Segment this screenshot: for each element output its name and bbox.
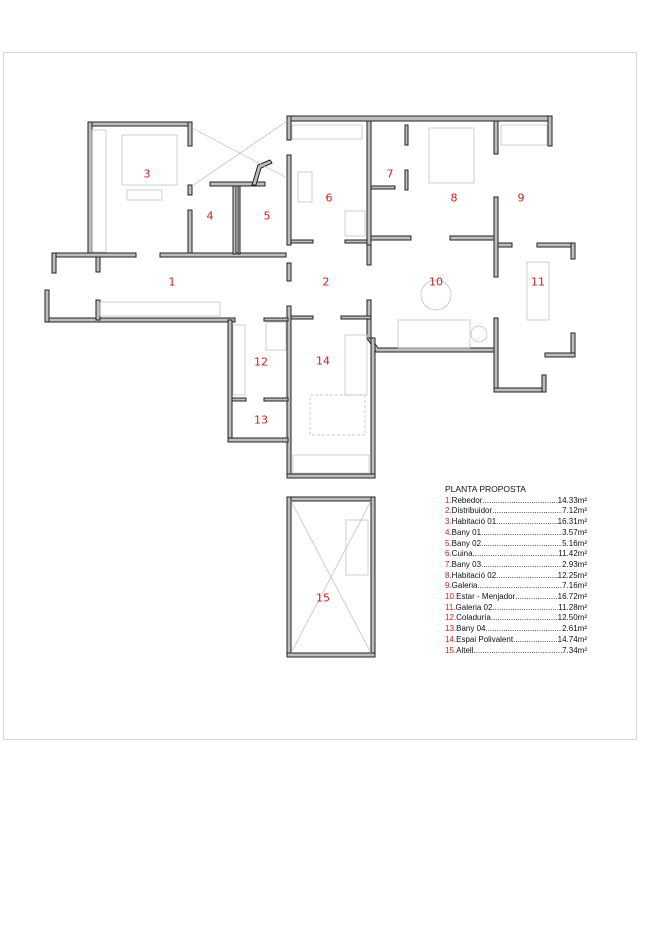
legend-row: 10.Estar - Menjador 16.72m² <box>445 592 587 603</box>
legend-number: 6. <box>445 549 452 559</box>
room-label-7: 7 <box>386 167 394 181</box>
legend-dots <box>513 635 558 646</box>
room-label-9: 9 <box>517 191 525 205</box>
legend-row: 6.Cuina 11.42m² <box>445 549 587 560</box>
legend-area: 2.61m² <box>562 624 587 634</box>
legend-number: 12. <box>445 613 457 623</box>
room-label-6: 6 <box>325 191 333 205</box>
legend-room-name: Cuina <box>451 549 473 559</box>
room-label-14: 14 <box>316 354 330 368</box>
room-label-2: 2 <box>322 275 330 289</box>
legend-row: 2.Distribuidor 7.12m² <box>445 506 587 517</box>
legend-dots <box>485 624 562 635</box>
legend-area: 7.34m² <box>562 645 587 655</box>
legend-dots <box>473 549 559 560</box>
legend-area: 16.72m² <box>557 592 587 602</box>
room-label-3: 3 <box>143 167 151 181</box>
legend-dots <box>496 517 557 528</box>
legend-number: 7. <box>445 559 452 569</box>
room-label-5: 5 <box>263 209 271 223</box>
legend-number: 15. <box>445 645 457 655</box>
legend-room-name: Estar - Menjador <box>456 592 516 602</box>
legend-row: 11.Galeria 02 11.28m² <box>445 603 587 614</box>
legend-room-name: Distribuidor <box>451 506 493 516</box>
legend-row: 14.Espai Polivalent 14.74m² <box>445 635 587 646</box>
legend-row: 15.Altell 7.34m² <box>445 646 587 657</box>
legend-dots <box>492 603 558 614</box>
legend-dots <box>482 496 557 507</box>
legend-room-name: Habitació 02 <box>451 570 497 580</box>
legend-number: 11. <box>445 602 456 612</box>
legend-area: 14.74m² <box>557 634 587 644</box>
legend-room-name: Rebedor <box>451 495 483 505</box>
room-label-11: 11 <box>531 275 545 289</box>
legend-row: 9.Galeria 7.16m² <box>445 581 587 592</box>
legend-number: 8. <box>445 570 452 580</box>
legend-row: 8.Habitació 02 12.25m² <box>445 571 587 582</box>
legend-room-name: Galeria 02 <box>455 602 493 612</box>
legend-row: 1.Rebedor 14.33m² <box>445 496 587 507</box>
legend-dots <box>496 571 557 582</box>
legend-area: 7.12m² <box>562 506 587 516</box>
legend-room-name: Habitació 01 <box>451 517 497 527</box>
legend-area: 7.16m² <box>562 581 587 591</box>
legend-dots <box>481 539 562 550</box>
room-label-15: 15 <box>316 591 330 605</box>
legend-number: 9. <box>445 581 452 591</box>
room-label-13: 13 <box>254 413 268 427</box>
room-label-4: 4 <box>206 209 214 223</box>
legend-dots <box>515 592 557 603</box>
legend-dots <box>491 613 558 624</box>
legend-row: 3.Habitació 01 16.31m² <box>445 517 587 528</box>
legend-number: 10. <box>445 592 457 602</box>
legend-number: 2. <box>445 506 452 516</box>
area-legend: PLANTA PROPOSTA 1.Rebedor14.33m²2.Distri… <box>445 484 587 656</box>
room-label-10: 10 <box>429 275 443 289</box>
legend-dots <box>477 581 562 592</box>
legend-area: 16.31m² <box>557 517 587 527</box>
legend-number: 14. <box>445 634 457 644</box>
walls <box>44 115 576 658</box>
drawing-frame <box>3 52 637 740</box>
legend-row: 13.Bany 04 2.61m² <box>445 624 587 635</box>
legend-area: 2.93m² <box>562 559 587 569</box>
legend-room-name: Bany 04 <box>456 624 486 634</box>
legend-area: 14.33m² <box>557 495 587 505</box>
legend-dots <box>492 506 562 517</box>
room-label-8: 8 <box>450 191 458 205</box>
legend-area: 11.28m² <box>558 602 587 612</box>
legend-room-name: Bany 03 <box>451 559 482 569</box>
legend-room-name: Coladuría <box>456 613 491 623</box>
room-label-12: 12 <box>254 355 268 369</box>
legend-dots <box>481 528 562 539</box>
legend-dots <box>481 560 562 571</box>
legend-room-name: Galeria <box>451 581 478 591</box>
legend-number: 4. <box>445 527 452 537</box>
legend-number: 5. <box>445 538 452 548</box>
legend-area: 12.25m² <box>557 570 587 580</box>
legend-number: 1. <box>445 495 452 505</box>
legend-area: 3.57m² <box>562 527 587 537</box>
legend-number: 13. <box>445 624 457 634</box>
legend-dots <box>473 646 562 657</box>
legend-row: 12.Coladuría 12.50m² <box>445 613 587 624</box>
legend-room-name: Bany 01 <box>451 527 482 537</box>
legend-area: 12.50m² <box>557 613 587 623</box>
legend-row: 7.Bany 03 2.93m² <box>445 560 587 571</box>
legend-room-name: Bany 02 <box>451 538 482 548</box>
legend-area: 5.16m² <box>562 538 587 548</box>
legend-row: 5.Bany 02 5.16m² <box>445 539 587 550</box>
legend-area: 11.42m² <box>558 549 587 559</box>
legend-number: 3. <box>445 517 452 527</box>
legend-room-name: Espai Polivalent <box>456 634 514 644</box>
legend-row: 4.Bany 01 3.57m² <box>445 528 587 539</box>
legend-room-name: Altell <box>456 645 474 655</box>
room-label-1: 1 <box>168 275 176 289</box>
furniture-lines <box>91 120 550 654</box>
legend-title: PLANTA PROPOSTA <box>445 484 526 494</box>
